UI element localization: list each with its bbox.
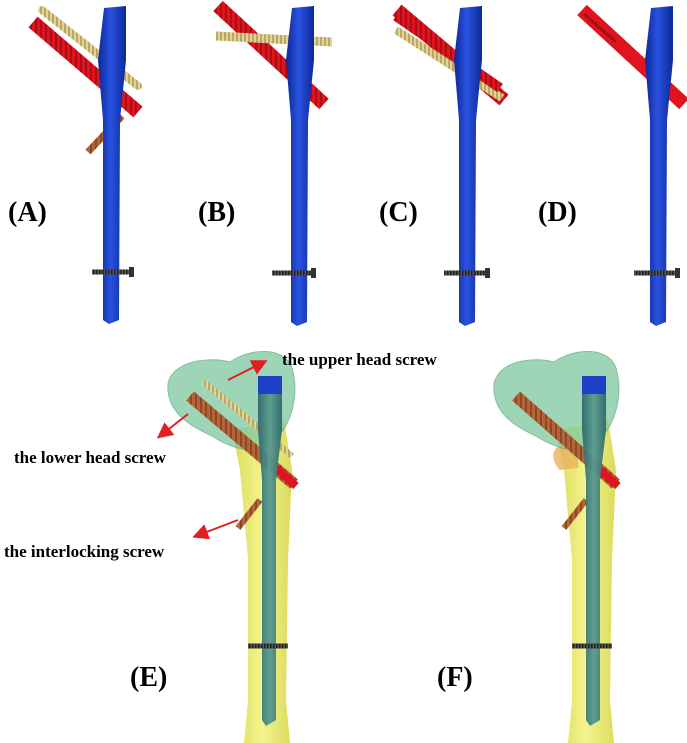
panel-label-c: (C)	[379, 197, 418, 228]
arrow-upper-head-screw	[227, 360, 268, 381]
panel-label-b: (B)	[198, 197, 235, 228]
panel-f-bone-model	[493, 351, 621, 743]
label-upper-head-screw: the upper head screw	[282, 350, 437, 369]
arrow-interlocking-screw	[192, 519, 239, 540]
panel-label-f: (F)	[437, 662, 473, 693]
panel-c-implant	[392, 4, 509, 326]
label-interlocking-screw: the interlocking screw	[4, 542, 165, 561]
panel-label-d: (D)	[538, 197, 577, 228]
panel-b-implant	[213, 0, 333, 326]
panel-e-bone-model	[167, 351, 299, 743]
panel-a-implant	[28, 6, 143, 324]
arrow-lower-head-screw	[156, 413, 189, 439]
panel-label-e: (E)	[130, 662, 167, 693]
label-lower-head-screw: the lower head screw	[14, 448, 167, 467]
panel-d-implant	[577, 4, 687, 326]
panel-label-a: (A)	[8, 197, 47, 228]
